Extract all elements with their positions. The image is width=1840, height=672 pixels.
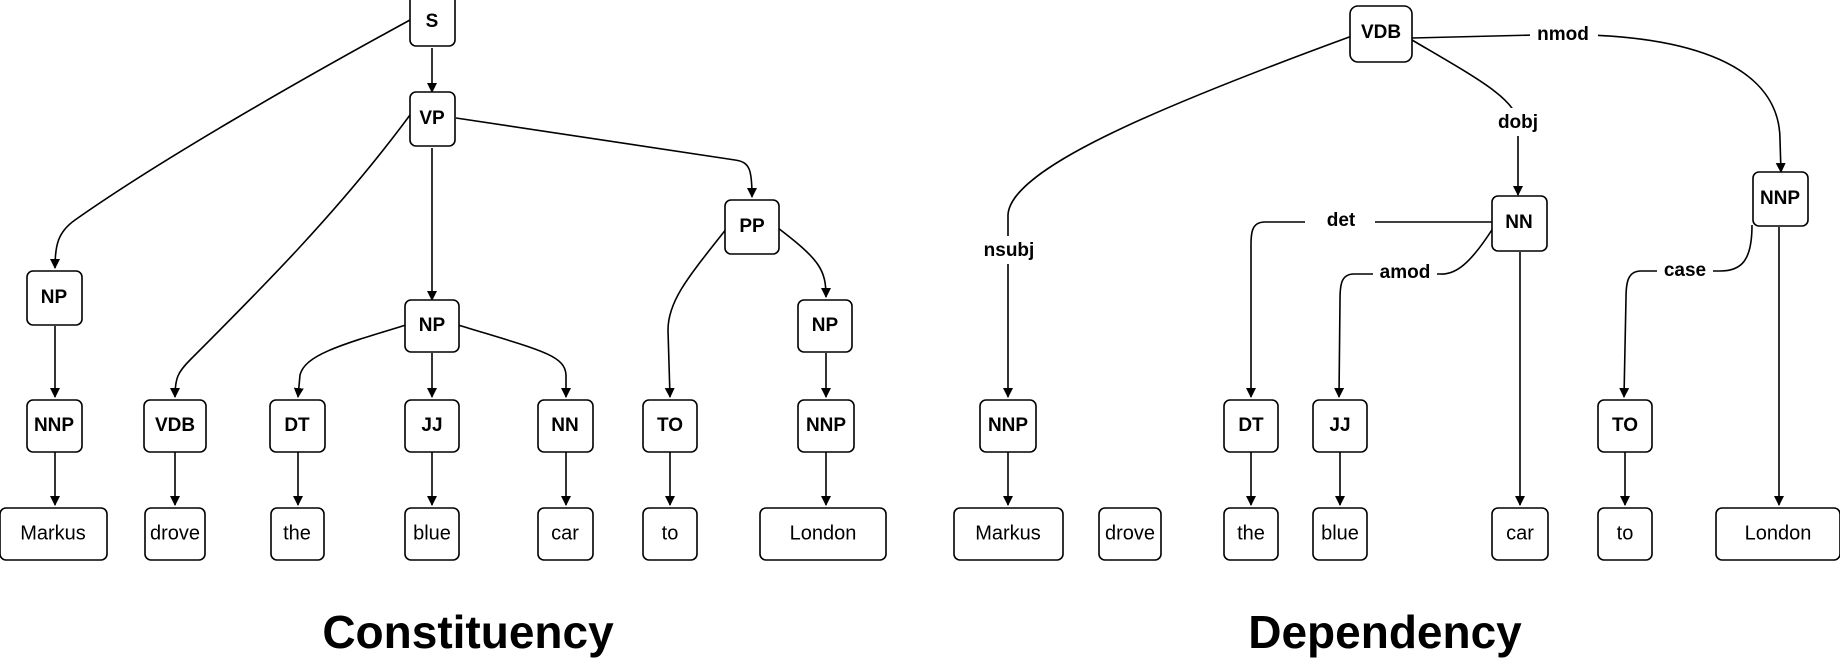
node-pp: PP <box>724 199 780 255</box>
dep-node-nnp: NNP <box>979 399 1037 453</box>
svg-text:NNP: NNP <box>806 415 846 436</box>
node-nn: NN <box>537 399 594 453</box>
dep-node-vdb: VDB <box>1349 5 1413 63</box>
dep-node-jj: JJ <box>1312 399 1368 453</box>
word-blue: blue <box>404 507 460 561</box>
svg-text:the: the <box>1237 522 1265 544</box>
edge-pp-np <box>777 227 831 298</box>
dependency-words: Markus drove the blue car to London <box>953 507 1840 561</box>
edge-nsubj <box>1003 35 1353 398</box>
label-nmod: nmod <box>1537 24 1589 45</box>
svg-text:London: London <box>790 522 857 544</box>
node-dt: DT <box>269 399 326 453</box>
node-np-subject: NP <box>26 270 83 326</box>
svg-text:TO: TO <box>1612 415 1638 436</box>
node-np-pp: NP <box>797 299 853 353</box>
dep-word-to: to <box>1597 507 1653 561</box>
word-car: car <box>537 507 594 561</box>
edge-nmod <box>1411 33 1786 173</box>
node-jj: JJ <box>404 399 460 453</box>
svg-text:car: car <box>1506 522 1534 544</box>
word-markus: Markus <box>0 507 108 561</box>
node-nnp-2: NNP <box>797 399 855 453</box>
svg-text:S: S <box>426 11 439 32</box>
svg-text:VDB: VDB <box>1361 22 1401 43</box>
dep-word-the: the <box>1223 507 1279 561</box>
svg-text:NP: NP <box>41 287 68 308</box>
node-to: TO <box>642 399 698 453</box>
node-nnp: NNP <box>26 399 83 453</box>
edge-s-np <box>50 19 411 269</box>
label-det: det <box>1327 210 1356 231</box>
svg-text:DT: DT <box>1238 415 1264 436</box>
svg-text:London: London <box>1745 522 1812 544</box>
svg-text:NNP: NNP <box>34 415 74 436</box>
dep-word-blue: blue <box>1312 507 1368 561</box>
svg-text:JJ: JJ <box>1329 415 1350 436</box>
svg-text:Markus: Markus <box>20 522 86 544</box>
svg-text:the: the <box>283 522 311 544</box>
dependency-edge-labels: nmod dobj nsubj det amod case <box>978 20 1713 286</box>
constituency-edges <box>50 19 831 506</box>
svg-text:NP: NP <box>812 315 839 336</box>
node-vdb: VDB <box>143 399 207 453</box>
node-vp: VP <box>409 91 456 147</box>
edge-np-nn <box>457 324 571 398</box>
dep-node-to: TO <box>1597 399 1653 453</box>
label-amod: amod <box>1380 262 1431 283</box>
edge-amod <box>1334 224 1496 398</box>
label-nsubj: nsubj <box>984 240 1035 261</box>
edge-np-dt <box>293 324 407 398</box>
dep-word-drove: drove <box>1098 507 1162 561</box>
edge-vp-vdb <box>170 114 411 398</box>
word-the: the <box>270 507 325 561</box>
svg-text:NN: NN <box>551 415 578 436</box>
svg-text:car: car <box>551 522 579 544</box>
edge-det <box>1246 221 1492 398</box>
dep-node-nnp-right: NNP <box>1752 171 1809 227</box>
dep-node-nn: NN <box>1491 195 1548 252</box>
svg-text:DT: DT <box>284 415 310 436</box>
constituency-words: Markus drove the blue car to London <box>0 507 887 561</box>
edge-vp-pp <box>455 117 757 198</box>
svg-text:JJ: JJ <box>421 415 442 436</box>
constituency-title: Constituency <box>322 606 614 658</box>
dep-word-car: car <box>1491 507 1549 561</box>
svg-text:to: to <box>1617 522 1634 544</box>
svg-text:NN: NN <box>1505 212 1532 233</box>
svg-text:blue: blue <box>413 522 451 544</box>
svg-text:NP: NP <box>419 315 446 336</box>
dependency-nodes: VDB NN NNP NNP DT JJ TO <box>979 5 1809 453</box>
label-case: case <box>1664 260 1706 281</box>
dep-word-markus: Markus <box>953 507 1064 561</box>
svg-text:VP: VP <box>419 108 445 129</box>
node-s: S <box>409 0 456 47</box>
dep-word-london: London <box>1715 507 1840 561</box>
svg-text:Markus: Markus <box>975 522 1041 544</box>
edge-pp-to <box>664 227 728 398</box>
dep-node-dt: DT <box>1223 399 1279 453</box>
svg-text:to: to <box>662 522 679 544</box>
svg-text:drove: drove <box>1105 522 1155 544</box>
word-london: London <box>759 507 887 561</box>
svg-text:NNP: NNP <box>988 415 1028 436</box>
label-dobj: dobj <box>1498 112 1538 133</box>
svg-text:blue: blue <box>1321 522 1359 544</box>
svg-text:TO: TO <box>657 415 683 436</box>
svg-text:NNP: NNP <box>1760 188 1800 209</box>
svg-text:drove: drove <box>150 522 200 544</box>
svg-text:VDB: VDB <box>155 415 195 436</box>
node-np-object: NP <box>404 299 460 353</box>
svg-text:PP: PP <box>739 216 765 237</box>
edge-case <box>1619 224 1753 398</box>
word-to: to <box>642 507 698 561</box>
constituency-nodes: S VP NP PP NP NP NNP VDB DT JJ NN TO NNP <box>26 0 855 453</box>
dependency-title: Dependency <box>1248 606 1522 658</box>
word-drove: drove <box>144 507 206 561</box>
